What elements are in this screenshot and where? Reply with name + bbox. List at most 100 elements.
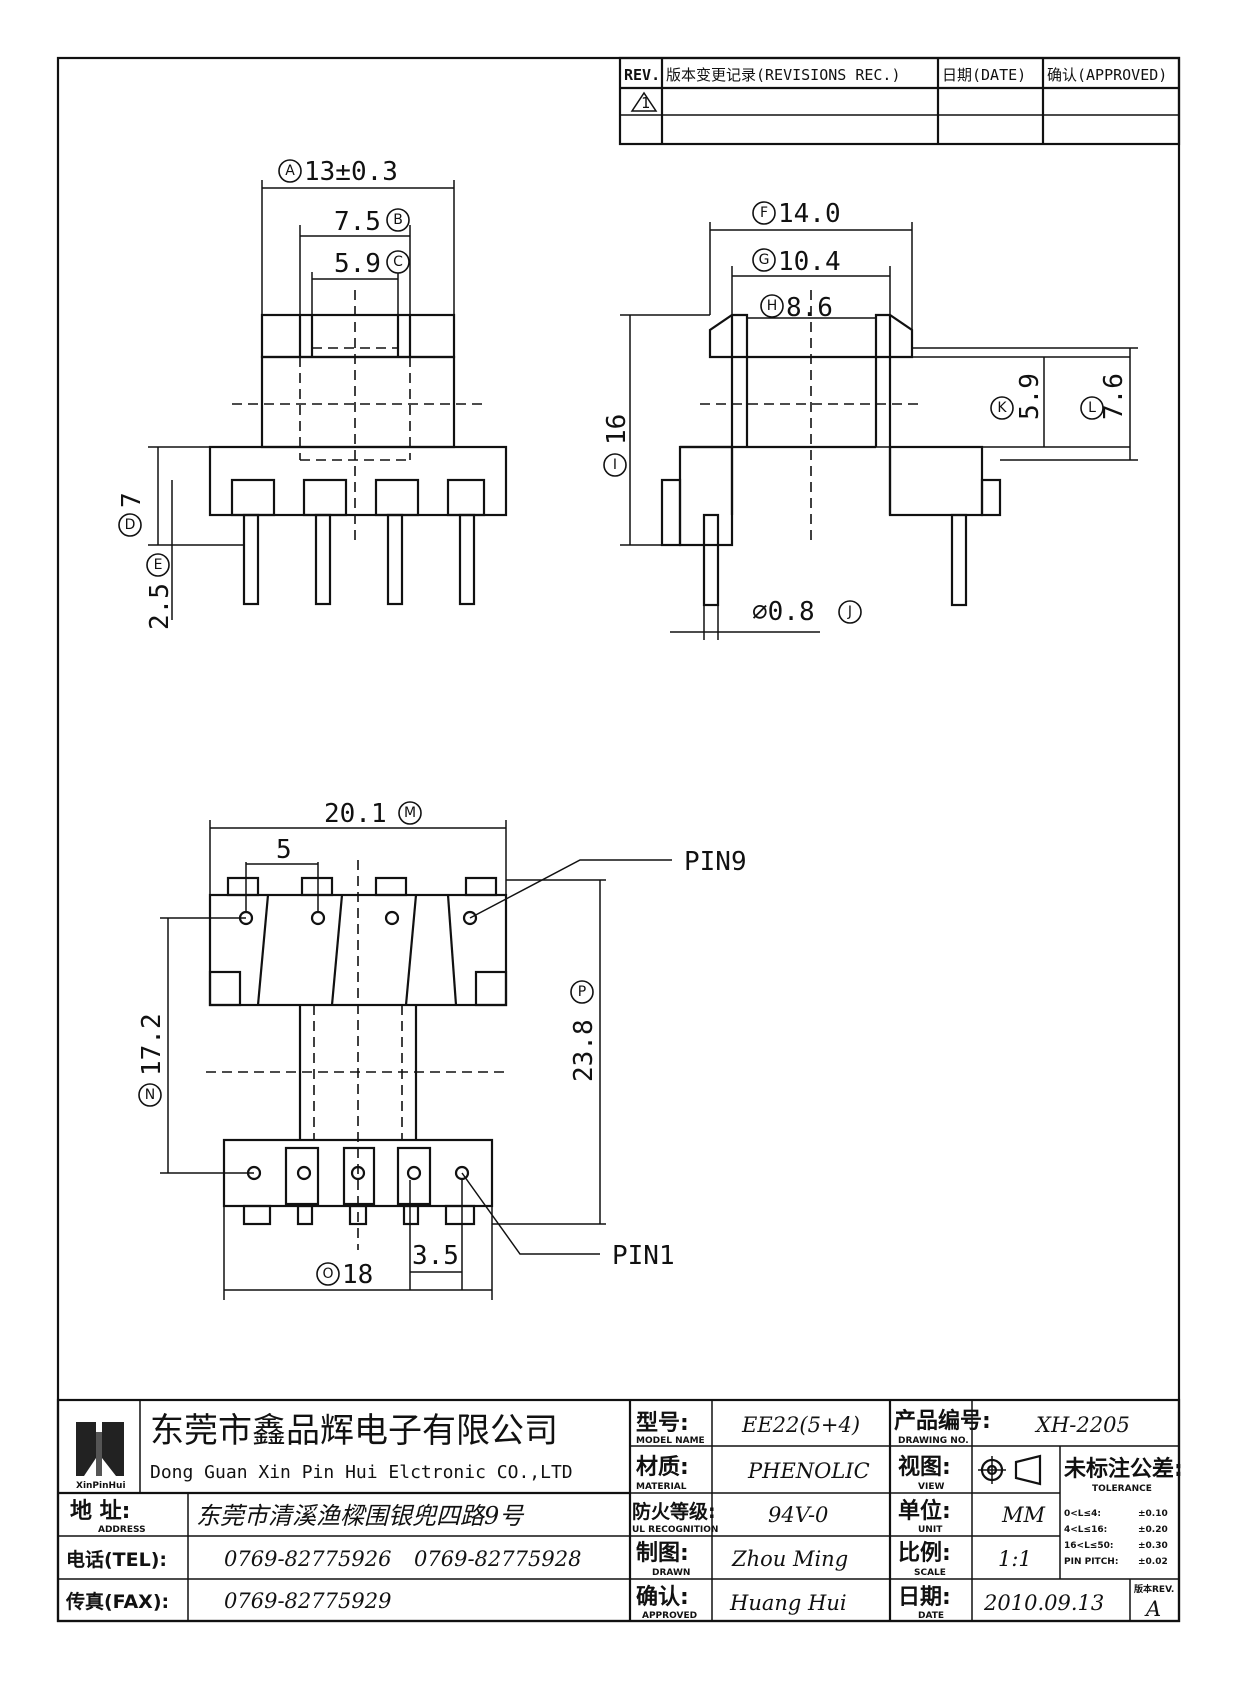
revision-mark: 1 xyxy=(641,94,650,112)
dim-f: 14.0 xyxy=(778,199,841,229)
scale-label: 比例: xyxy=(898,1541,951,1566)
drawing-no-sub: DRAWING NO. xyxy=(898,1436,969,1446)
dim-n-tag: N xyxy=(145,1087,155,1103)
revision-triangle-icon xyxy=(630,91,658,112)
dim-e: 2.5 xyxy=(145,583,175,630)
dim-c-tag: C xyxy=(393,254,403,270)
pin9-label: PIN9 xyxy=(684,847,747,877)
approved-label: 确认: xyxy=(636,1584,689,1610)
ul-value: 94V-0 xyxy=(768,1503,828,1527)
company-logo: XinPinHui xyxy=(76,1422,126,1491)
pin1-label: PIN1 xyxy=(612,1241,675,1271)
scale-sub: SCALE xyxy=(914,1568,946,1578)
model-value: EE22(5+4) xyxy=(741,1413,860,1437)
dim-a-tag: A xyxy=(285,163,295,179)
bottom-view: 20.1 M 5 N 17.2 P 23.8 O 18 3.5 PIN9 PIN… xyxy=(137,799,747,1300)
fax-label: 传真(FAX): xyxy=(65,1590,169,1613)
dim-p-tag: P xyxy=(578,984,586,1000)
dim-h: 8.6 xyxy=(786,293,833,323)
unit-value: MM xyxy=(1001,1503,1046,1527)
tolerance-sub: TOLERANCE xyxy=(1092,1484,1152,1494)
dim-o: 18 xyxy=(342,1260,373,1290)
model-label: 型号: xyxy=(636,1411,689,1436)
dim-j: ⌀0.8 xyxy=(752,597,815,627)
tol-value-1: ±0.20 xyxy=(1138,1525,1168,1535)
date-label: 日期: xyxy=(898,1585,951,1610)
dim-k: 5.9 xyxy=(1015,373,1045,420)
side-view: F 14.0 G 10.4 H 8.6 I 16 K 5.9 L 7.6 ⌀0.… xyxy=(602,199,1138,640)
dim-d: 7 xyxy=(117,492,147,508)
dim-o-tag: O xyxy=(322,1266,333,1282)
drawn-label: 制图: xyxy=(636,1541,689,1566)
tol-range-1: 4<L≤16: xyxy=(1064,1525,1107,1535)
dim-p: 23.8 xyxy=(569,1019,599,1082)
dim-d-tag: D xyxy=(125,517,136,533)
date-header: 日期(DATE) xyxy=(942,66,1026,84)
dim-g: 10.4 xyxy=(778,247,841,277)
dim-l-tag: L xyxy=(1088,400,1096,416)
dim-m: 20.1 xyxy=(324,799,387,829)
dim-f-tag: F xyxy=(760,205,768,221)
ul-sub: UL RECOGNITION xyxy=(632,1525,718,1535)
scale-value: 1:1 xyxy=(998,1547,1032,1571)
material-sub: MATERIAL xyxy=(636,1482,687,1492)
tel-value-2: 0769-82775928 xyxy=(414,1547,581,1571)
unit-label: 单位: xyxy=(898,1498,951,1524)
view-sub: VIEW xyxy=(918,1482,944,1492)
dim-c: 5.9 xyxy=(334,249,381,279)
projection-symbol-icon xyxy=(978,1454,1042,1486)
date-sub: DATE xyxy=(918,1611,944,1621)
tol-range-3: PIN PITCH: xyxy=(1064,1557,1118,1567)
tol-range-2: 16<L≤50: xyxy=(1064,1541,1113,1551)
tol-value-2: ±0.30 xyxy=(1138,1541,1168,1551)
dim-n: 17.2 xyxy=(137,1013,167,1076)
drawing-no-value: XH-2205 xyxy=(1034,1413,1130,1437)
tol-range-0: 0<L≤4: xyxy=(1064,1509,1101,1519)
rev-label: 版本REV. xyxy=(1133,1583,1174,1595)
address-value: 东莞市清溪渔樑围银兜四路9号 xyxy=(196,1502,525,1530)
dim-b-tag: B xyxy=(393,212,403,228)
drawn-sub: DRAWN xyxy=(652,1568,690,1578)
model-sub: MODEL NAME xyxy=(636,1436,705,1446)
front-view: A 13±0.3 7.5 B 5.9 C D 7 E 2.5 xyxy=(117,157,508,630)
rev-header: REV. xyxy=(624,66,660,84)
tolerance-table: 0<L≤4: ±0.10 4<L≤16: ±0.20 16<L≤50: ±0.3… xyxy=(1064,1509,1168,1567)
dim-a: 13±0.3 xyxy=(304,157,398,187)
revision-table: REV. 版本变更记录(REVISIONS REC.) 日期(DATE) 确认(… xyxy=(618,56,1181,146)
address-sub: ADDRESS xyxy=(98,1525,146,1535)
dim-k-tag: K xyxy=(997,400,1007,416)
approved-value: Huang Hui xyxy=(729,1591,847,1615)
view-label: 视图: xyxy=(898,1454,951,1480)
dim-j-tag: J xyxy=(847,604,852,620)
tol-value-0: ±0.10 xyxy=(1138,1509,1168,1519)
date-value: 2010.09.13 xyxy=(983,1591,1104,1615)
dim-i-tag: I xyxy=(613,457,617,473)
tel-value-1: 0769-82775926 xyxy=(224,1547,391,1571)
logo-text: XinPinHui xyxy=(76,1481,126,1491)
tel-label: 电话(TEL): xyxy=(66,1548,167,1571)
address-label: 地 址: xyxy=(70,1499,130,1524)
dim-pitch-3-5: 3.5 xyxy=(412,1241,459,1271)
dim-h-tag: H xyxy=(767,298,778,314)
material-value: PHENOLIC xyxy=(747,1459,870,1483)
tol-value-3: ±0.02 xyxy=(1138,1557,1168,1567)
tolerance-label: 未标注公差: xyxy=(1064,1456,1183,1482)
approved-sub: APPROVED xyxy=(642,1611,697,1621)
rev-value: A xyxy=(1144,1597,1161,1621)
company-name-cn: 东莞市鑫品辉电子有限公司 xyxy=(150,1411,558,1451)
dim-e-tag: E xyxy=(154,557,163,573)
dim-pitch-5: 5 xyxy=(276,835,292,865)
drawn-value: Zhou Ming xyxy=(731,1547,848,1571)
ul-label: 防火等级: xyxy=(632,1500,716,1523)
dim-i: 16 xyxy=(602,414,632,445)
dim-m-tag: M xyxy=(404,805,416,821)
fax-value: 0769-82775929 xyxy=(224,1589,391,1613)
dim-l: 7.6 xyxy=(1099,373,1129,420)
dim-b: 7.5 xyxy=(334,207,381,237)
title-block: XinPinHui 东莞市鑫品辉电子有限公司 Dong Guan Xin Pin… xyxy=(56,1398,1183,1623)
drawing-no-label: 产品编号: xyxy=(894,1408,991,1434)
sheet-border xyxy=(56,56,1181,1623)
unit-sub: UNIT xyxy=(918,1525,943,1535)
company-name-en: Dong Guan Xin Pin Hui Elctronic CO.,LTD xyxy=(150,1462,573,1483)
